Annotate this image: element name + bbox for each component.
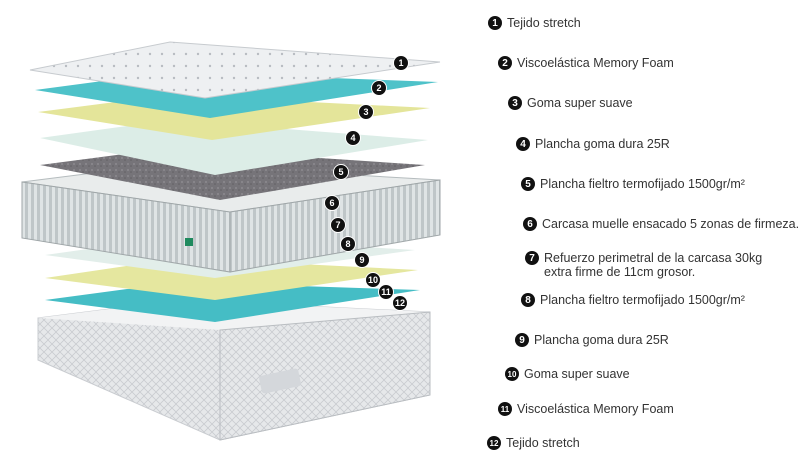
legend-number-badge: 12 [487, 436, 501, 450]
legend-label: Carcasa muelle ensacado 5 zonas de firme… [542, 217, 800, 231]
layer-bottom-base [37, 299, 431, 441]
legend-label: Plancha fieltro termofijado 1500gr/m² [540, 293, 745, 307]
layer-marker-6: 6 [324, 195, 340, 211]
layer-marker-number: 3 [363, 107, 368, 117]
legend-number-badge: 10 [505, 367, 519, 381]
legend-label: Viscoelástica Memory Foam [517, 402, 674, 416]
legend-item-3: 3 Goma super suave [508, 96, 633, 110]
legend-label: Tejido stretch [506, 436, 580, 450]
legend-number-badge: 4 [516, 137, 530, 151]
legend-item-12: 12 Tejido stretch [487, 436, 580, 450]
layer-marker-8: 8 [340, 236, 356, 252]
layer-marker-9: 9 [354, 252, 370, 268]
layer-marker-number: 5 [338, 167, 343, 177]
layer-marker-number: 4 [350, 133, 355, 143]
layer-marker-number: 1 [398, 58, 403, 68]
legend-label: Plancha fieltro termofijado 1500gr/m² [540, 177, 745, 191]
layer-marker-number: 9 [359, 255, 364, 265]
layer-marker-number: 11 [381, 287, 391, 297]
layer-marker-2: 2 [371, 80, 387, 96]
legend-item-9: 9 Plancha goma dura 25R [515, 333, 669, 347]
layer-10-soft-foam [45, 258, 418, 300]
layer-marker-12: 12 [392, 295, 408, 311]
layer-marker-10: 10 [365, 272, 381, 288]
layer-marker-number: 7 [335, 220, 340, 230]
legend-item-2: 2 Viscoelástica Memory Foam [498, 56, 674, 70]
layer-1-fabric [29, 41, 441, 99]
legend-label: Viscoelástica Memory Foam [517, 56, 674, 70]
layer-5-felt [40, 148, 425, 200]
legend-item-11: 11 Viscoelástica Memory Foam [498, 402, 674, 416]
legend-label: Plancha goma dura 25R [535, 137, 670, 151]
legend-number-badge: 7 [525, 251, 539, 265]
legend-item-7: 7 Refuerzo perimetral de la carcasa 30kg … [525, 251, 764, 279]
legend-label: Plancha goma dura 25R [534, 333, 669, 347]
legend-label: Tejido stretch [507, 16, 581, 30]
legend-item-4: 4 Plancha goma dura 25R [516, 137, 670, 151]
legend-label: Goma super suave [527, 96, 633, 110]
layer-marker-3: 3 [358, 104, 374, 120]
layer-3-soft-foam [38, 95, 430, 140]
legend-number-badge: 3 [508, 96, 522, 110]
legend-number-badge: 5 [521, 177, 535, 191]
layer-marker-4: 4 [345, 130, 361, 146]
legend-item-5: 5 Plancha fieltro termofijado 1500gr/m² [521, 177, 745, 191]
layer-11-memory-foam [45, 282, 420, 322]
legend-label: Goma super suave [524, 367, 630, 381]
layer-marker-number: 2 [376, 83, 381, 93]
legend-item-1: 1 Tejido stretch [488, 16, 581, 30]
layer-marker-1: 1 [393, 55, 409, 71]
legend-number-badge: 6 [523, 217, 537, 231]
legend-number-badge: 9 [515, 333, 529, 347]
legend-item-8: 8 Plancha fieltro termofijado 1500gr/m² [521, 293, 745, 307]
layer-4-hard-foam [40, 120, 428, 175]
legend-number-badge: 2 [498, 56, 512, 70]
legend-item-6: 6 Carcasa muelle ensacado 5 zonas de firm… [523, 217, 799, 231]
layer-marker-7: 7 [330, 217, 346, 233]
layer-marker-number: 12 [395, 298, 405, 308]
layer-marker-5: 5 [333, 164, 349, 180]
legend-number-badge: 11 [498, 402, 512, 416]
layer-marker-number: 8 [345, 239, 350, 249]
layer-marker-number: 6 [329, 198, 334, 208]
legend-item-10: 10 Goma super suave [505, 367, 630, 381]
layer-marker-11: 11 [378, 284, 394, 300]
legend-number-badge: 1 [488, 16, 502, 30]
legend-number-badge: 8 [521, 293, 535, 307]
layer-marker-number: 10 [368, 275, 378, 285]
legend-label: Refuerzo perimetral de la carcasa 30kg e… [544, 251, 763, 279]
